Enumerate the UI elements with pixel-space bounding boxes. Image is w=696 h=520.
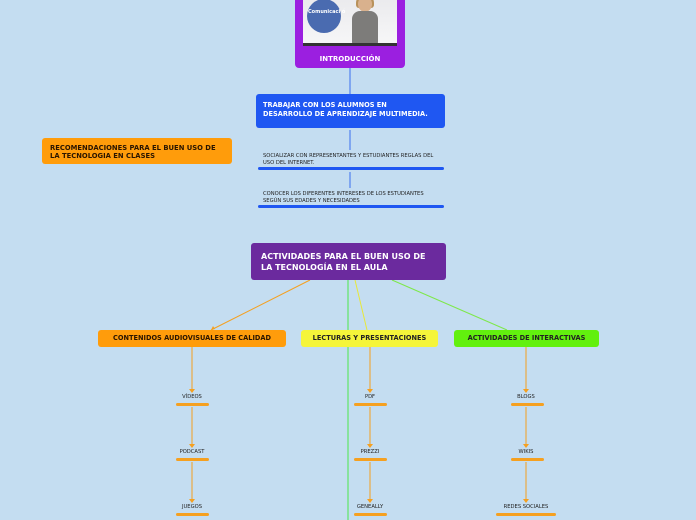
leaf-juegos[interactable]: JUEGOS (181, 504, 202, 510)
intro-video-thumbnail[interactable]: Comunicaci ó (303, 0, 397, 46)
leaf-wikis-underline (511, 458, 544, 461)
leaf-geneally-underline (354, 513, 387, 516)
leaf-wikis[interactable]: WIKIS (518, 449, 534, 455)
leaf-videos-underline (176, 403, 209, 406)
thumbnail-caption: Comunicaci ó (308, 9, 346, 15)
person-body (352, 11, 378, 44)
branch-readings-label: LECTURAS Y PRESENTACIONES (312, 334, 427, 342)
intro-node[interactable]: Comunicaci ó INTRODUCCIÓN (295, 0, 405, 68)
leaf-podcast-underline (176, 458, 209, 461)
recommendations-text: RECOMENDACIONES PARA EL BUEN USO DE LA T… (50, 144, 216, 160)
leaf-prezzi[interactable]: PREZZI (360, 449, 380, 455)
objective-item-2-underline (258, 205, 444, 208)
leaf-videos[interactable]: VÍDEOS (182, 394, 202, 400)
recommendations-node[interactable]: RECOMENDACIONES PARA EL BUEN USO DE LA T… (42, 138, 232, 164)
leaf-redes-sociales-underline (496, 513, 556, 516)
objective-item-1-underline (258, 167, 444, 170)
leaf-blogs-underline (511, 403, 544, 406)
branch-audiovisual[interactable]: CONTENIDOS AUDIOVISUALES DE CALIDAD (98, 330, 286, 347)
leaf-pdf-underline (354, 403, 387, 406)
central-topic-text: ACTIVIDADES PARA EL BUEN USO DE LA TECNO… (261, 252, 426, 272)
branch-readings[interactable]: LECTURAS Y PRESENTACIONES (301, 330, 438, 347)
leaf-juegos-underline (176, 513, 209, 516)
leaf-prezzi-underline (354, 458, 387, 461)
person-head (358, 0, 372, 12)
leaf-redes-sociales[interactable]: REDES SOCIALES (503, 504, 549, 510)
branch-audiovisual-label: CONTENIDOS AUDIOVISUALES DE CALIDAD (113, 334, 271, 342)
logo-circle-icon (307, 0, 341, 33)
intro-label: INTRODUCCIÓN (319, 55, 381, 63)
branch-interactive[interactable]: ACTIVIDADES DE INTERACTIVAS (454, 330, 599, 347)
objective-item-1[interactable]: SOCIALIZAR CON REPRESENTANTES Y ESTUDIAN… (263, 153, 434, 166)
leaf-blogs[interactable]: BLOGS (517, 394, 535, 400)
leaf-pdf[interactable]: PDF (364, 394, 376, 400)
video-control-bar (303, 43, 397, 46)
leaf-podcast[interactable]: PODCAST (179, 449, 205, 455)
objective-item-2[interactable]: CONOCER LOS DIFERENTES INTERESES DE LOS … (263, 191, 424, 204)
central-topic-node[interactable]: ACTIVIDADES PARA EL BUEN USO DE LA TECNO… (251, 243, 446, 280)
objective-main-text: TRABAJAR CON LOS ALUMNOS EN DESARROLLO D… (263, 101, 428, 118)
objective-main-node[interactable]: TRABAJAR CON LOS ALUMNOS EN DESARROLLO D… (256, 94, 445, 128)
branch-interactive-label: ACTIVIDADES DE INTERACTIVAS (467, 334, 586, 342)
leaf-geneally[interactable]: GENEALLY (356, 504, 384, 510)
